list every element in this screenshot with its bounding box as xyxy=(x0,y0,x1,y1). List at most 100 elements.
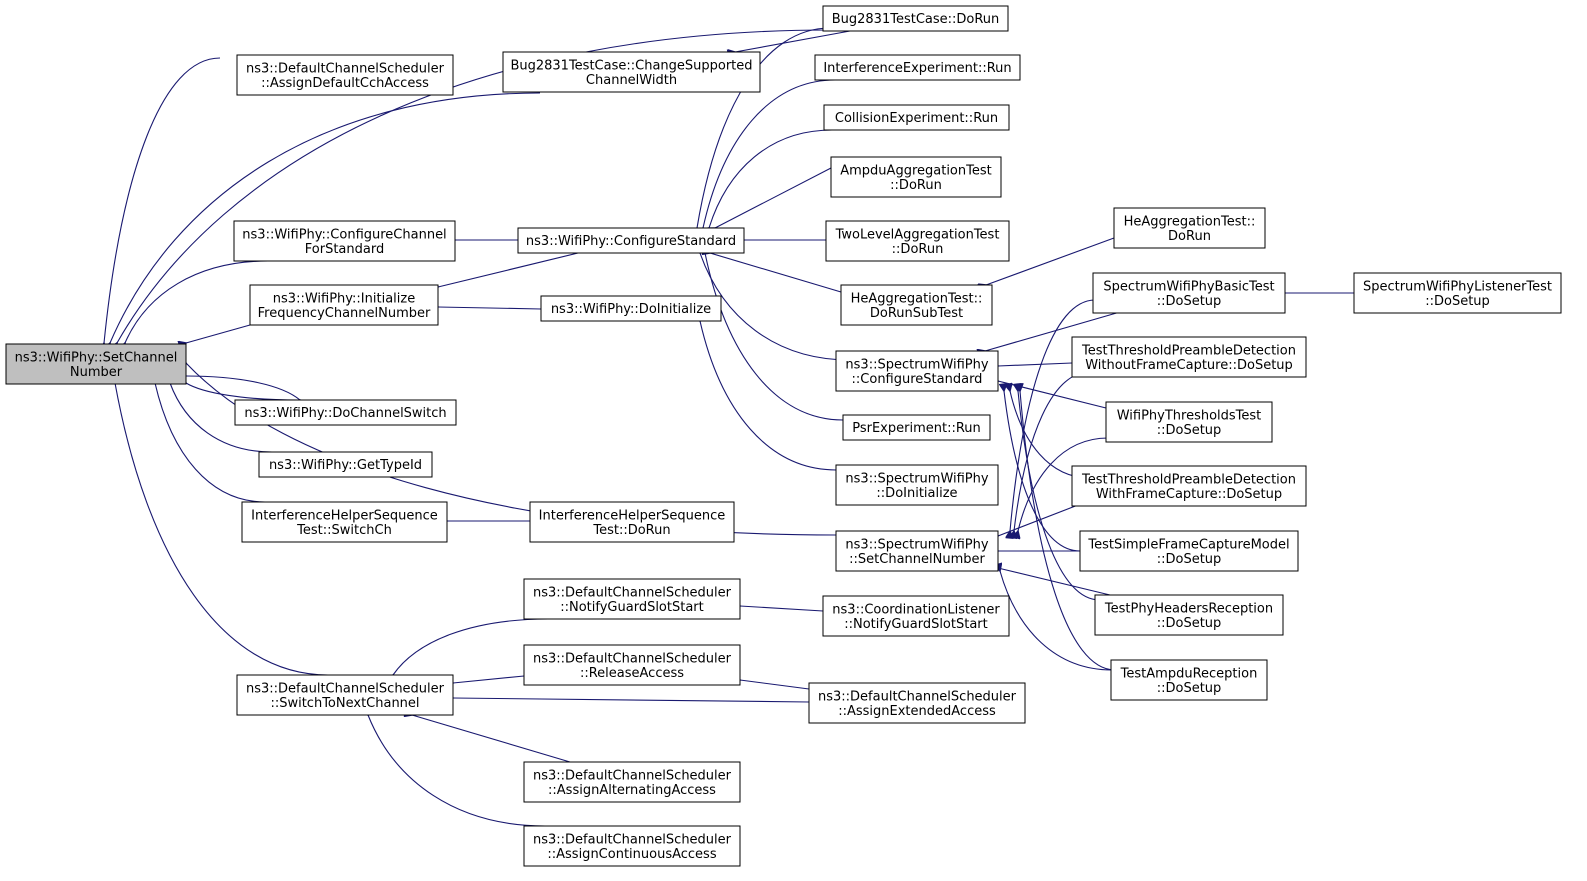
edge-n4-to-n0 xyxy=(125,260,269,343)
node-n21[interactable]: HeAggregationTest::DoRunSubTest xyxy=(840,284,993,326)
node-label-line: ::DoSetup xyxy=(1157,552,1222,567)
node-label-line: ns3::DefaultChannelScheduler xyxy=(246,61,445,76)
node-label-line: ns3::DefaultChannelScheduler xyxy=(533,768,732,783)
node-label-line: ns3::WifiPhy::ConfigureStandard xyxy=(526,234,736,249)
edge-n8-to-n0 xyxy=(186,383,301,401)
node-label-line: ns3::DefaultChannelScheduler xyxy=(533,585,732,600)
node-n35[interactable]: TestAmpduReception::DoSetup xyxy=(1110,659,1268,701)
edge-n24-to-n7 xyxy=(700,321,837,471)
node-label-line: ::NotifyGuardSlotStart xyxy=(560,600,704,615)
node-box xyxy=(529,501,735,543)
node-n2[interactable]: Bug2831TestCase::ChangeSupportedChannelW… xyxy=(502,51,761,93)
node-label-line: ::DoRun xyxy=(890,178,942,193)
node-label-line: TestThresholdPreambleDetection xyxy=(1081,472,1296,487)
node-label-line: ::DoRun xyxy=(892,242,944,257)
edge-n0-to-n8 xyxy=(185,375,300,400)
node-n14[interactable]: ns3::DefaultChannelScheduler::ReleaseAcc… xyxy=(523,644,741,686)
node-label-line: DoRunSubTest xyxy=(870,306,963,321)
node-n22[interactable]: ns3::SpectrumWifiPhy::ConfigureStandard xyxy=(835,350,999,392)
node-n28[interactable]: HeAggregationTest::DoRun xyxy=(1113,207,1266,249)
edge-n31-to-n22 xyxy=(998,381,1107,409)
node-n24[interactable]: ns3::SpectrumWifiPhy::DoInitialize xyxy=(835,464,999,506)
node-n34[interactable]: TestPhyHeadersReception::DoSetup xyxy=(1094,594,1284,636)
node-label-line: ns3::WifiPhy::ConfigureChannel xyxy=(242,227,446,242)
node-box xyxy=(5,343,187,385)
node-box xyxy=(840,284,993,326)
node-n26[interactable]: ns3::CoordinationListener::NotifyGuardSl… xyxy=(822,595,1010,637)
edge-n35-to-n22 xyxy=(1020,391,1116,671)
node-n29[interactable]: SpectrumWifiPhyBasicTest::DoSetup xyxy=(1092,272,1286,314)
node-label-line: ::AssignDefaultCchAccess xyxy=(261,76,429,91)
node-label-line: ns3::WifiPhy::GetTypeId xyxy=(269,458,422,473)
node-n13[interactable]: ns3::DefaultChannelScheduler::NotifyGuar… xyxy=(523,578,741,620)
node-box xyxy=(814,54,1021,81)
node-label-line: ::AssignExtendedAccess xyxy=(838,704,996,719)
node-label-line: ns3::SpectrumWifiPhy xyxy=(845,537,988,552)
node-n25[interactable]: ns3::SpectrumWifiPhy::SetChannelNumber xyxy=(835,530,999,572)
node-n1[interactable]: ns3::DefaultChannelScheduler::AssignDefa… xyxy=(236,54,454,96)
node-box xyxy=(835,464,999,506)
node-n6[interactable]: ns3::WifiPhy::InitializeFrequencyChannel… xyxy=(249,284,439,326)
edge-n14-to-n12 xyxy=(453,675,525,683)
node-n12[interactable]: ns3::DefaultChannelScheduler::SwitchToNe… xyxy=(236,674,454,716)
edge-n33-to-n22 xyxy=(1004,391,1081,552)
node-label-line: ::DoInitialize xyxy=(876,486,957,501)
edge-n17-to-n5 xyxy=(703,79,836,228)
edge-n22-to-n5 xyxy=(700,253,851,361)
node-n5[interactable]: ns3::WifiPhy::ConfigureStandard xyxy=(517,227,745,254)
node-box xyxy=(823,104,1010,131)
node-n20[interactable]: TwoLevelAggregationTest::DoRun xyxy=(825,220,1010,262)
node-label-line: DoRun xyxy=(1168,229,1211,244)
node-n23[interactable]: PsrExperiment::Run xyxy=(842,414,991,441)
node-n36[interactable]: SpectrumWifiPhyListenerTest::DoSetup xyxy=(1353,272,1562,314)
edge-n7-to-n6 xyxy=(438,307,542,309)
edge-n26-to-n13 xyxy=(740,606,824,612)
edge-n34-to-n25 xyxy=(998,568,1111,596)
node-box xyxy=(258,451,433,478)
node-n16[interactable]: ns3::DefaultChannelScheduler::AssignCont… xyxy=(523,825,741,867)
node-box xyxy=(1071,336,1307,378)
node-n17[interactable]: InterferenceExperiment::Run xyxy=(814,54,1021,81)
node-label-line: ns3::CoordinationListener xyxy=(832,602,1000,617)
node-n3[interactable]: Bug2831TestCase::DoRun xyxy=(822,5,1009,32)
node-n15[interactable]: ns3::DefaultChannelScheduler::AssignAlte… xyxy=(523,761,741,803)
node-label-line: Bug2831TestCase::DoRun xyxy=(832,12,1000,27)
edge-n29-to-n22 xyxy=(985,311,1121,351)
node-label-line: ns3::WifiPhy::DoInitialize xyxy=(551,302,711,317)
node-label-line: InterferenceHelperSequence xyxy=(539,508,726,523)
edge-n6-to-n0 xyxy=(186,324,251,343)
node-label-line: ::DoSetup xyxy=(1157,294,1222,309)
node-n33[interactable]: TestSimpleFrameCaptureModel::DoSetup xyxy=(1079,530,1299,572)
node-label-line: ::DoSetup xyxy=(1157,616,1222,631)
node-label-line: Number xyxy=(70,365,123,380)
edge-n9-to-n0 xyxy=(170,383,273,453)
node-label-line: FrequencyChannelNumber xyxy=(258,306,431,321)
node-n30[interactable]: TestThresholdPreambleDetectionWithoutFra… xyxy=(1071,336,1307,378)
node-n31[interactable]: WifiPhyThresholdsTest::DoSetup xyxy=(1105,401,1273,443)
node-n7[interactable]: ns3::WifiPhy::DoInitialize xyxy=(540,295,722,322)
node-n32[interactable]: TestThresholdPreambleDetectionWithFrameC… xyxy=(1071,465,1307,507)
node-box xyxy=(808,682,1026,724)
node-box xyxy=(835,350,999,392)
node-box xyxy=(822,5,1009,32)
node-box xyxy=(842,414,991,441)
node-n18[interactable]: CollisionExperiment::Run xyxy=(823,104,1010,131)
node-n8[interactable]: ns3::WifiPhy::DoChannelSwitch xyxy=(234,399,457,426)
node-n27[interactable]: ns3::DefaultChannelScheduler::AssignExte… xyxy=(808,682,1026,724)
node-n4[interactable]: ns3::WifiPhy::ConfigureChannelForStandar… xyxy=(233,220,456,262)
edge-n3-to-n2 xyxy=(735,30,851,52)
nodes-layer: ns3::WifiPhy::SetChannelNumberns3::Defau… xyxy=(5,5,1562,867)
node-n0[interactable]: ns3::WifiPhy::SetChannelNumber xyxy=(5,343,187,385)
node-box xyxy=(835,530,999,572)
node-box xyxy=(540,295,722,322)
edge-n5-to-n6 xyxy=(438,252,579,287)
node-n9[interactable]: ns3::WifiPhy::GetTypeId xyxy=(258,451,433,478)
edge-n21-to-n5 xyxy=(710,253,842,293)
edge-n15-to-n12 xyxy=(412,715,571,763)
node-n19[interactable]: AmpduAggregationTest::DoRun xyxy=(830,156,1002,198)
node-label-line: WithFrameCapture::DoSetup xyxy=(1096,487,1282,502)
edge-n28-to-n21 xyxy=(986,237,1115,285)
